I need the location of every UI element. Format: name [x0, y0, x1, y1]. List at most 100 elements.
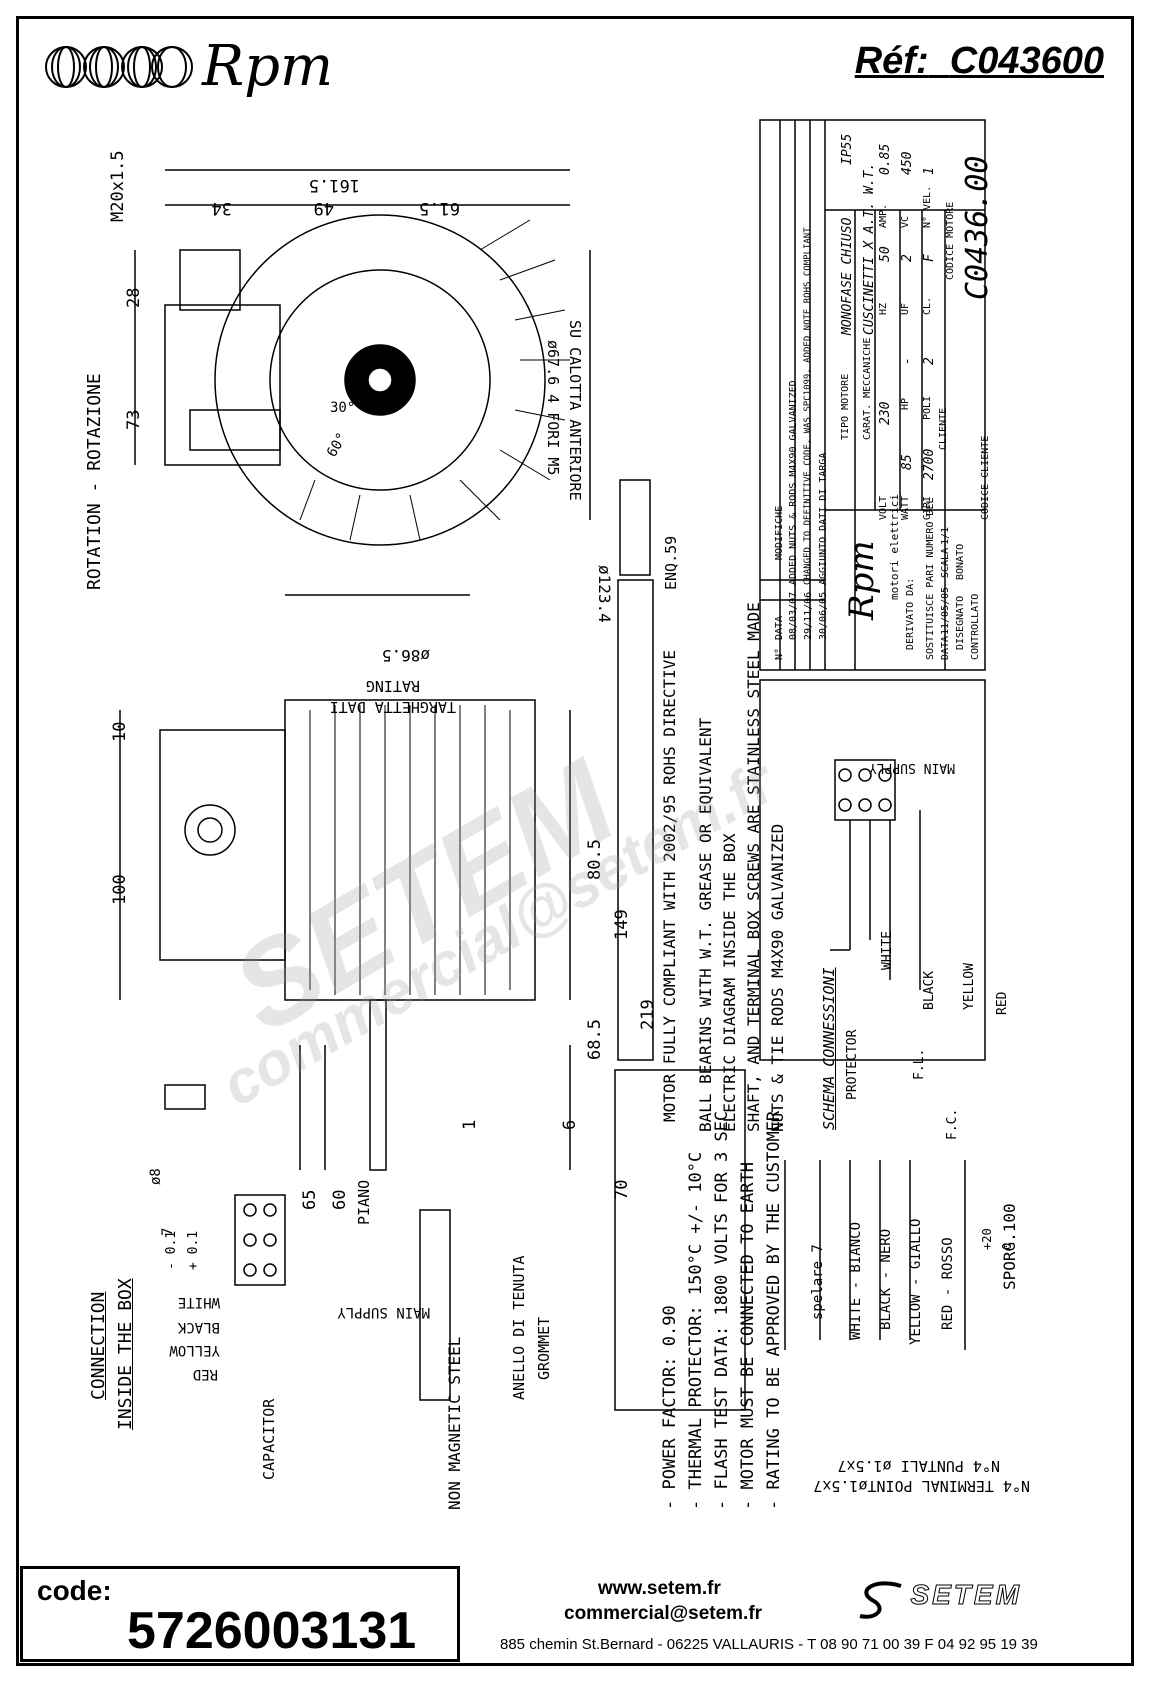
dim-8: ø8	[148, 1168, 164, 1185]
note-line-3: SHAFT, AND TERMINAL BOX SCREWS ARE STAIN…	[744, 602, 763, 1132]
spec-3: - FLASH TEST DATA: 1800 VOLTS FOR 3 SEC	[712, 1110, 732, 1510]
nonmag-label: NON MAGNETIC STEEL	[445, 1336, 464, 1510]
rating-label: RATING	[365, 677, 420, 695]
dim-73: 73	[124, 409, 144, 430]
tb-hp: -	[900, 357, 915, 365]
tb-rev-head-date: DATA	[774, 615, 785, 640]
dim-70: 70	[612, 1179, 632, 1200]
schema-title: SCHEMA CONNESSIONI	[820, 967, 838, 1130]
tb-bonato: BONATO	[955, 543, 966, 580]
tb-cliente-label: CLIENTE	[938, 407, 949, 450]
rpm-logo: Rpm	[44, 34, 333, 99]
dim-676: ø67.6 4 FORI M5	[544, 340, 562, 476]
tb-vc: 450	[900, 151, 915, 175]
tb-vc-label: VC	[900, 215, 911, 228]
note-line-4: NUTS & TIE RODS M4X90 GALVANIZED	[768, 823, 787, 1132]
tb-data-label: DATA	[940, 635, 951, 660]
calotta-label: SU CALOTTA ANTERIORE	[566, 320, 584, 501]
schema-fc: F.C.	[945, 1108, 960, 1140]
connection-title-1: CONNECTION	[88, 1291, 109, 1400]
conn-main-supply: MAIN SUPPLY	[337, 1304, 430, 1320]
dim-m20: M20x1.5	[108, 150, 128, 222]
technical-drawing	[119, 119, 986, 1411]
note-line-2: ELECTRIC DIAGRAM INSIDE THE BOX	[720, 833, 739, 1132]
lead-sporg-tol-up: +20	[980, 1228, 994, 1250]
lead-sporg-tol-dn: 0	[1000, 1242, 1014, 1250]
tb-rev-head-mod: MODIFICHE	[774, 505, 785, 560]
tb-watt: 85	[900, 454, 915, 470]
tb-amp-label: AMP.	[878, 203, 889, 228]
spec-2: - THERMAL PROTECTOR: 150°C +/- 10°C	[686, 1151, 706, 1510]
tb-vel: 1	[922, 167, 937, 175]
dim-865: ø86.5	[381, 646, 430, 665]
tb-data: 11/05/05	[940, 586, 951, 635]
grommet-label: GROMMET	[535, 1316, 553, 1380]
setem-wordmark: SETEM	[910, 1579, 1022, 1611]
footer-mail[interactable]: commercial@setem.fr	[564, 1603, 763, 1624]
tb-carat-label: CARAT. MECCANICHE	[862, 337, 873, 440]
lead-puntali: N°4 PUNTALI ø1.5x7	[837, 1457, 1000, 1475]
conn-white: WHITE	[177, 1294, 220, 1310]
footer-address: 885 chemin St.Bernard - 06225 VALLAURIS …	[500, 1636, 1038, 1653]
brand-name: Rpm	[202, 34, 334, 99]
tb-tipo-label: TIPO MOTORE	[840, 373, 851, 440]
tb-rev-1-desc: AGGIUNTO DATI DI TARGA	[818, 452, 829, 585]
dim-1234: ø123.4	[595, 565, 614, 623]
code-value: 5726003131	[127, 1602, 417, 1660]
end-view-outer	[214, 214, 546, 546]
tb-giri: 2700	[922, 448, 937, 480]
tb-scala-label: SCALA	[940, 547, 951, 578]
code-box: code: 5726003131	[20, 1566, 460, 1662]
dim-161: 161.5	[308, 175, 360, 195]
tb-cl: F	[922, 254, 937, 262]
tb-amp: 0.85	[878, 143, 893, 175]
spec-5: - RATING TO BE APPROVED BY THE CUSTOMER	[764, 1110, 784, 1510]
tb-codice-motore: C0436.00	[960, 155, 995, 301]
tb-brand: Rpm	[842, 540, 882, 620]
piano-label: PIANO	[355, 1179, 373, 1225]
dim-10: 10	[110, 721, 130, 742]
conn-black: BLACK	[177, 1319, 220, 1335]
reference-number: Réf: C043600	[855, 40, 1104, 83]
tb-codice-cliente: CODICE CLIENTE	[980, 435, 991, 520]
tb-controllato: CONTROLLATO	[970, 593, 981, 660]
tb-vel-label: N° VEL.	[922, 185, 933, 228]
tb-rev-3-date: 08/03/07	[788, 591, 799, 640]
tb-hp-label: HP	[900, 397, 911, 410]
schema-black: BLACK	[922, 970, 937, 1010]
tb-uf-label: UF	[900, 302, 911, 315]
tb-rev-head-n: N°	[774, 647, 785, 660]
angle-30: 30°	[330, 400, 356, 416]
footer-web[interactable]: www.setem.fr	[598, 1578, 721, 1599]
tb-rev-3-desc: ADDED NUTS & RODS M4X90 GALVANIZED	[788, 380, 799, 585]
tol-plus: + 0.1	[186, 1230, 201, 1270]
dim-1: 1	[460, 1119, 480, 1130]
dim-685: 68.5	[585, 1019, 605, 1060]
tb-poli-label: POLI	[922, 395, 933, 420]
tb-uf: 2	[900, 254, 915, 262]
enq-label: ENQ.59	[662, 535, 680, 590]
targhetta-label: TARGHETTA DATI	[329, 698, 456, 716]
tb-tipo: MONOFASE CHIUSO	[840, 217, 855, 335]
schema-main-supply: MAIN SUPPLY	[868, 760, 955, 775]
setem-logo: SETEM	[856, 1578, 1022, 1622]
ref-label: Réf:	[854, 40, 929, 82]
code-label: code:	[37, 1575, 112, 1606]
tb-cl-label: CL.	[922, 296, 933, 315]
tb-volt: 230	[878, 401, 893, 425]
tb-derivato: DERIVATO DA:	[905, 577, 916, 650]
tol-minus: - 0.1	[164, 1230, 179, 1270]
conn-yellow: YELLOW	[169, 1342, 220, 1358]
tb-poli: 2	[922, 357, 937, 365]
setem-swirl-icon	[859, 1581, 902, 1619]
schema-white: WHITE	[880, 930, 895, 970]
tb-brand-sub: motori elettrici	[888, 494, 901, 600]
dim-219: 219	[638, 999, 658, 1030]
spec-4: - MOTOR MUST BE CONNECTED TO EARTH	[738, 1162, 758, 1510]
lead-black: BLACK - NERO	[878, 1228, 894, 1330]
lead-red: RED - ROSSO	[940, 1237, 956, 1330]
tb-hz: 50	[878, 246, 893, 262]
dim-49: 49	[313, 198, 334, 218]
dim-60: 60	[330, 1189, 350, 1210]
spec-1: - POWER FACTOR: 0.90	[660, 1305, 680, 1510]
